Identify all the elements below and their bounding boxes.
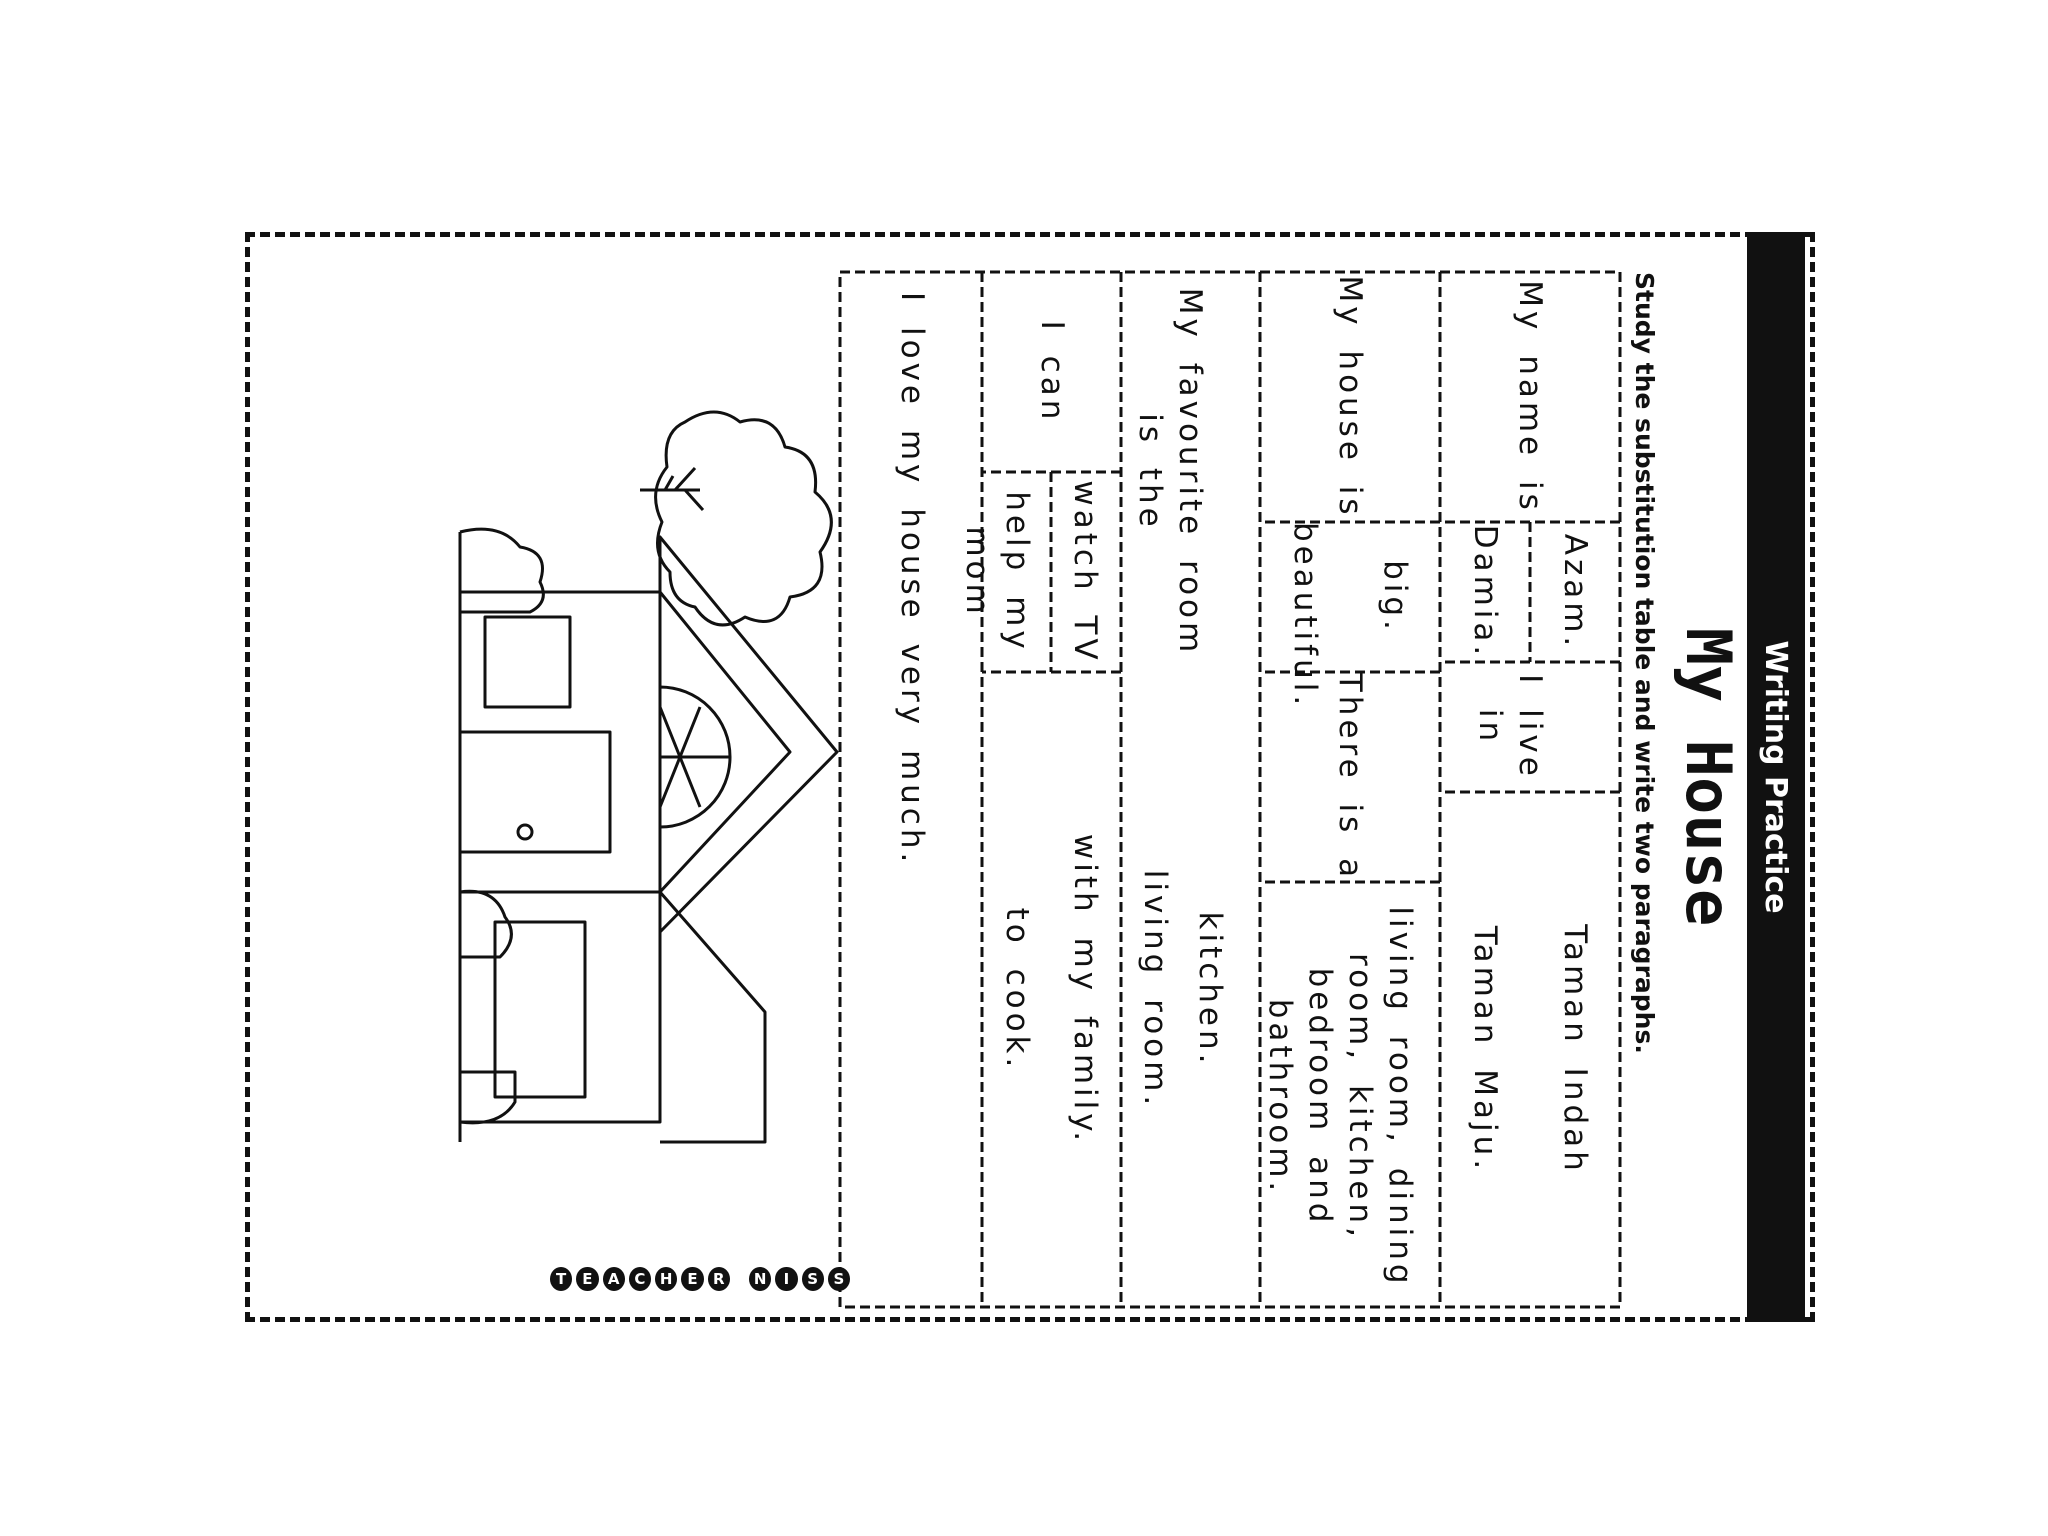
- side-window: [493, 920, 587, 1099]
- brand-letter: I: [775, 1267, 798, 1291]
- brand-letter: N: [748, 1267, 772, 1291]
- brand-letter: C: [628, 1267, 652, 1291]
- tree-branches: [640, 466, 705, 512]
- brand-letter: R: [707, 1267, 730, 1291]
- house-roof: [658, 535, 839, 934]
- house-door: [458, 730, 612, 854]
- brand-letter: E: [576, 1267, 599, 1291]
- side-roof: [658, 891, 767, 1144]
- tree-foliage: [654, 410, 833, 627]
- house-front-wall: [458, 590, 662, 894]
- brand-letter: T: [550, 1267, 573, 1291]
- bush-middle: [459, 889, 513, 959]
- bush-right: [459, 1070, 517, 1125]
- brand-logo: T E A C H E R N I S S: [550, 1267, 851, 1297]
- front-window: [483, 615, 572, 709]
- brand-letter: E: [681, 1267, 704, 1291]
- brand-letter: H: [655, 1267, 678, 1291]
- door-knob: [516, 823, 534, 841]
- brand-letter: A: [602, 1267, 625, 1291]
- window-panes: [658, 706, 730, 808]
- worksheet: Writing Practice My House Study the subs…: [245, 232, 1815, 1322]
- brand-letter: S: [801, 1267, 824, 1291]
- bush-left: [459, 527, 545, 614]
- arched-window: [658, 685, 732, 829]
- house-illustration: [458, 410, 839, 1144]
- brand-gap: [734, 1267, 745, 1291]
- substitution-table-grid: [838, 270, 1622, 1309]
- house-side-wall: [458, 890, 662, 1124]
- brand-letter: S: [827, 1267, 851, 1291]
